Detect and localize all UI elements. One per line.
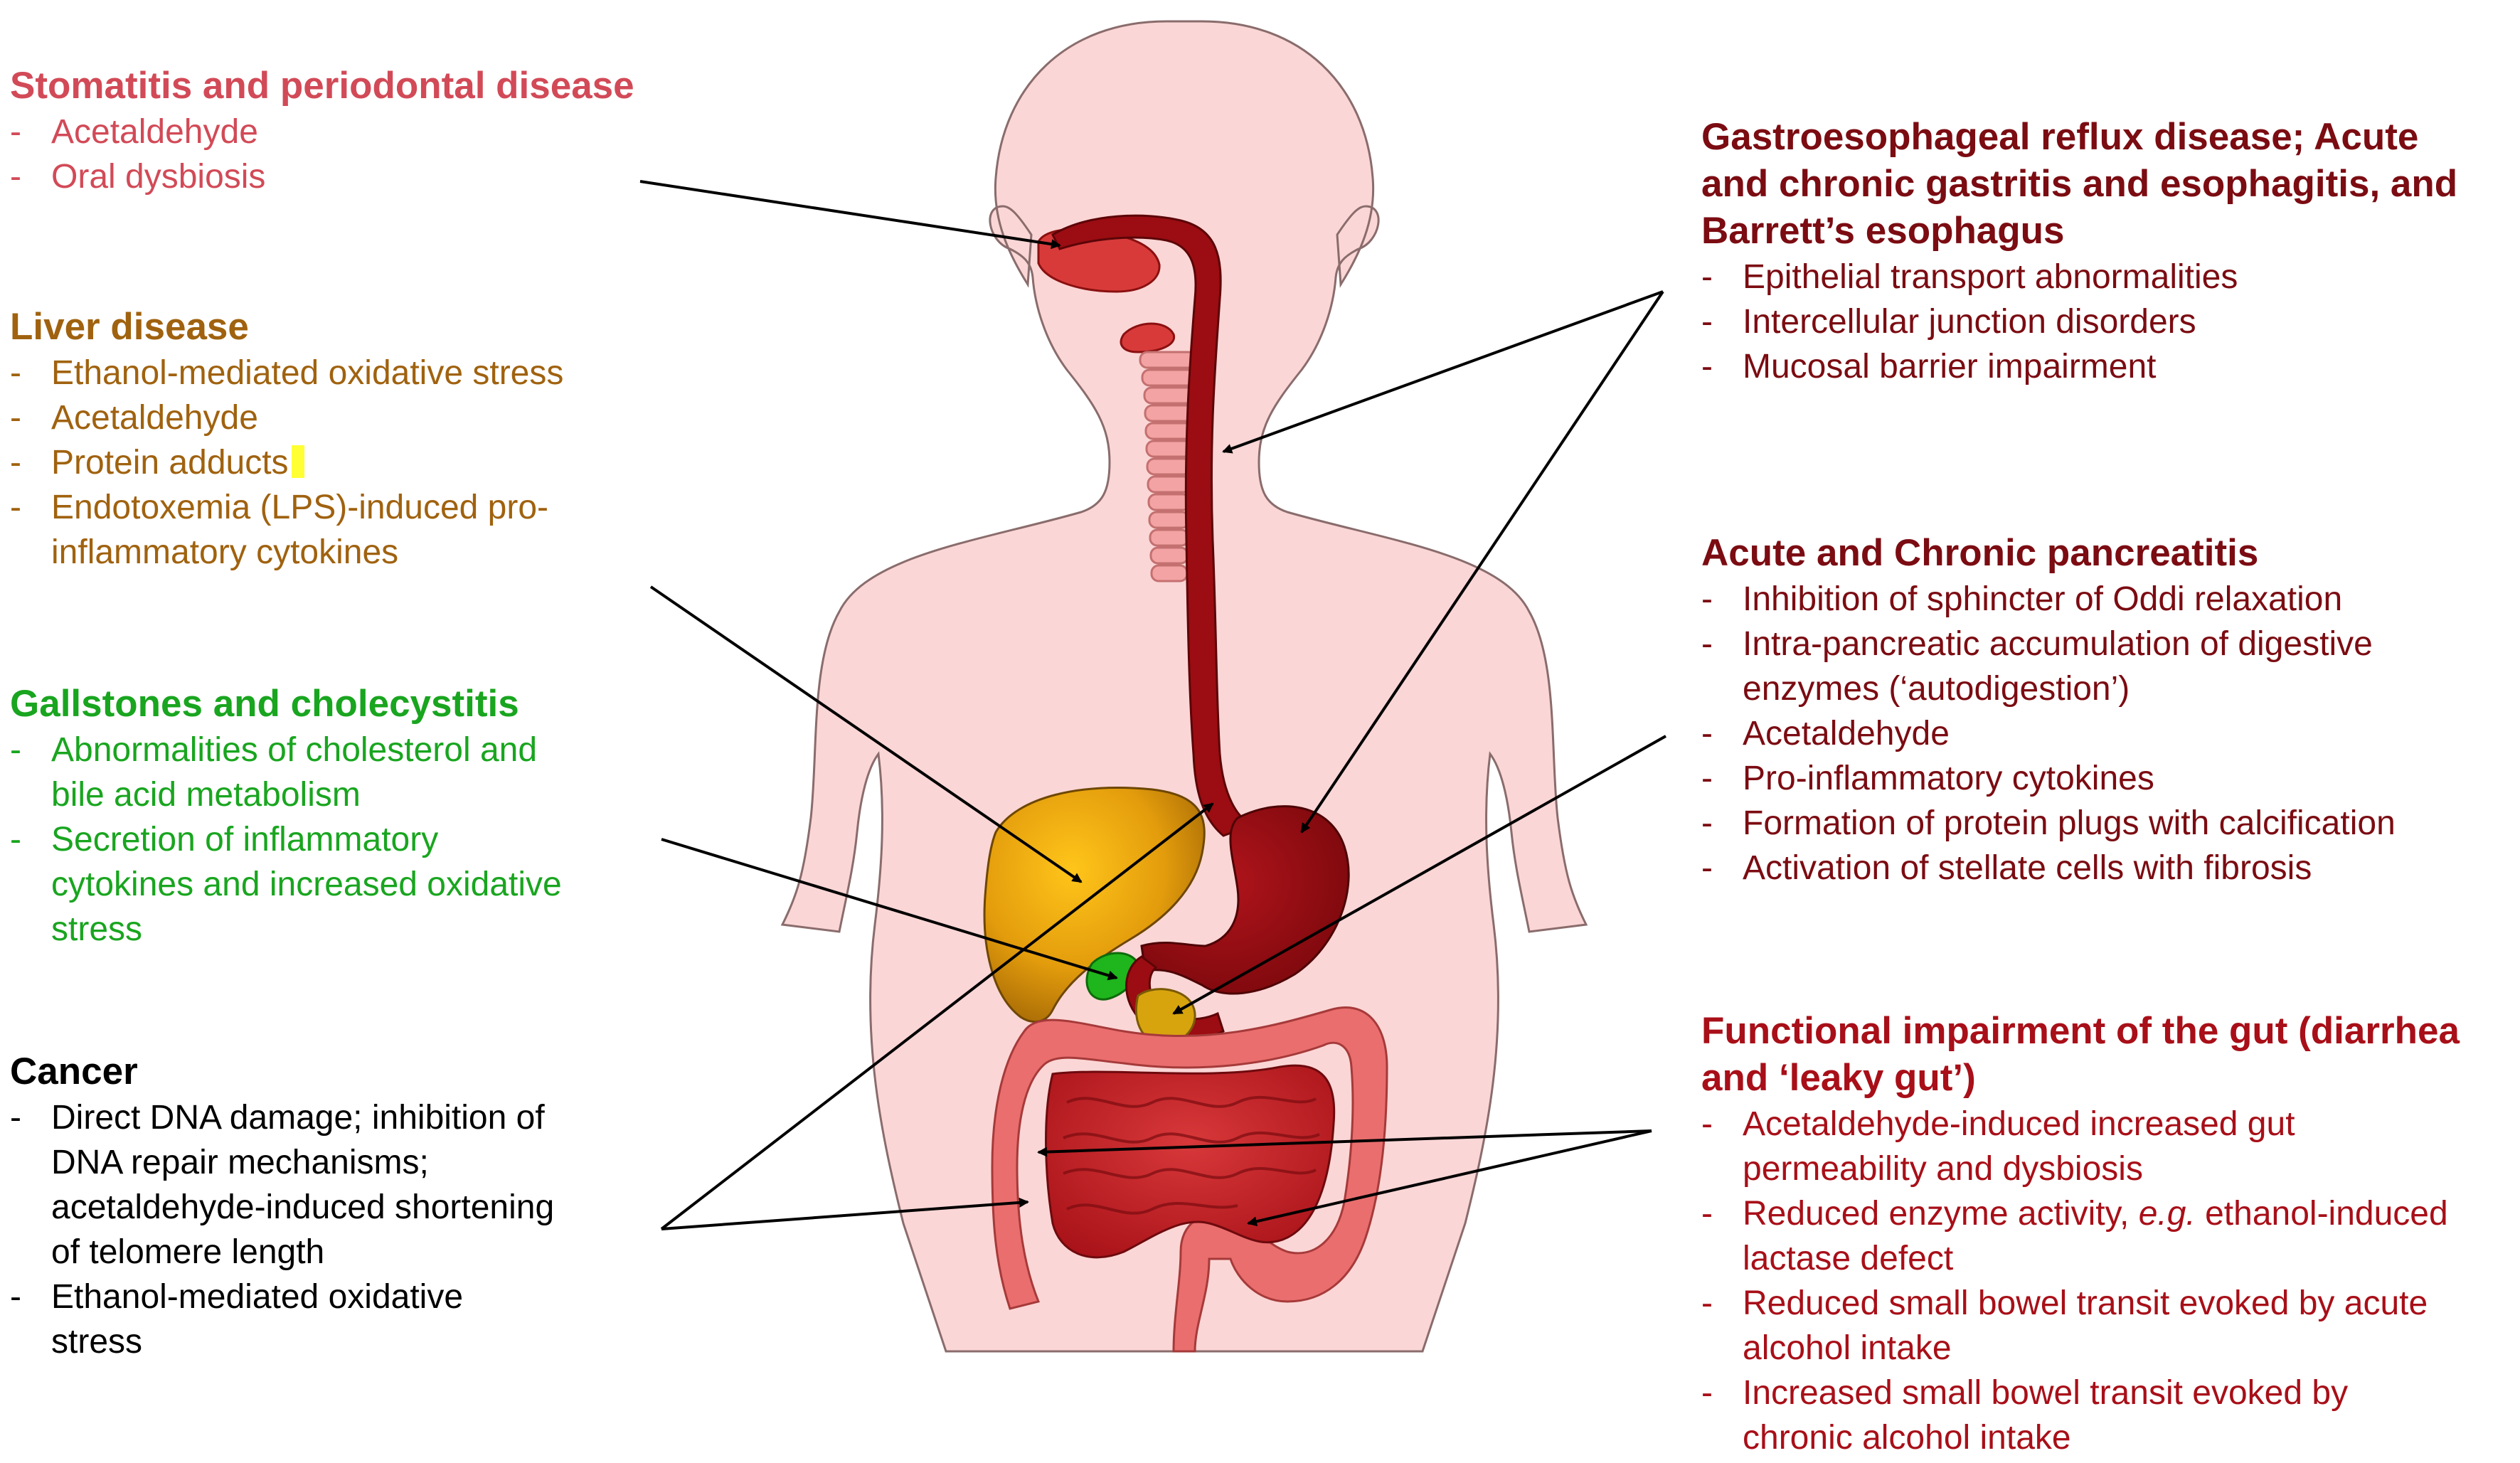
liver bbox=[983, 787, 1206, 1023]
gut-item: -Reduced small bowel transit evoked by a… bbox=[1701, 1284, 2428, 1367]
gerd-item: -Epithelial transport abnormalities bbox=[1701, 258, 2238, 296]
gerd-item: -Mucosal barrier impairment bbox=[1701, 348, 2157, 385]
bowel-loops bbox=[1063, 1095, 1320, 1215]
arrow-gut-bowel bbox=[1247, 1129, 1652, 1227]
arrow-cancer-esophagus bbox=[660, 802, 1214, 1230]
arrow-gallbladder bbox=[661, 838, 1118, 981]
liver-disease-block: Liver disease -Ethanol-mediated oxidativ… bbox=[10, 304, 636, 575]
liver-item: -Endotoxemia (LPS)-induced pro-inflammat… bbox=[10, 489, 549, 571]
arrow-cancer-colon bbox=[661, 1197, 1029, 1230]
gut-block: Functional impairment of the gut (diarrh… bbox=[1701, 1008, 2519, 1460]
gerd-item: -Intercellular junction disorders bbox=[1701, 303, 2196, 341]
cancer-block: Cancer -Direct DNA damage; inhibition of… bbox=[10, 1048, 636, 1364]
stomatitis-item: -Acetaldehyde bbox=[10, 113, 258, 151]
pancreatitis-item: -Acetaldehyde bbox=[1701, 715, 1950, 752]
pancreatitis-item: -Inhibition of sphincter of Oddi relaxat… bbox=[1701, 580, 2343, 618]
epiglottis bbox=[1120, 322, 1176, 353]
gallstones-title: Gallstones and cholecystitis bbox=[10, 683, 519, 725]
liver-item: -Protein adducts bbox=[10, 440, 636, 485]
highlight-mark bbox=[291, 445, 304, 478]
gut-item: -Increased small bowel transit evoked by… bbox=[1701, 1374, 2349, 1457]
gut-item: -Reduced enzyme activity, e.g. ethanol-i… bbox=[1701, 1195, 2448, 1277]
stomatitis-block: Stomatitis and periodontal disease -Acet… bbox=[10, 63, 721, 199]
pancreatitis-title: Acute and Chronic pancreatitis bbox=[1701, 532, 2259, 574]
arrows bbox=[639, 180, 1666, 1230]
arrow-gerd-esophagus bbox=[1222, 290, 1664, 454]
body-outline bbox=[780, 20, 1588, 1353]
pancreatitis-block: Acute and Chronic pancreatitis -Inhibiti… bbox=[1701, 530, 2519, 890]
liver-item: -Acetaldehyde bbox=[10, 399, 258, 437]
gut-title: Functional impairment of the gut (diarrh… bbox=[1701, 1010, 2460, 1099]
liver-item: -Ethanol-mediated oxidative stress bbox=[10, 354, 564, 392]
pancreatitis-item: -Intra-pancreatic accumulation of digest… bbox=[1701, 625, 2373, 708]
liver-disease-title: Liver disease bbox=[10, 306, 249, 348]
arrow-gerd-stomach bbox=[1300, 290, 1664, 834]
gallstones-block: Gallstones and cholecystitis -Abnormalit… bbox=[10, 681, 636, 952]
pancreatitis-item: -Activation of stellate cells with fibro… bbox=[1701, 849, 2312, 887]
stomatitis-item: -Oral dysbiosis bbox=[10, 158, 266, 196]
stomatitis-title: Stomatitis and periodontal disease bbox=[10, 65, 634, 107]
cancer-title: Cancer bbox=[10, 1050, 138, 1092]
small-intestine bbox=[1045, 1064, 1336, 1259]
stomach bbox=[1140, 805, 1350, 995]
arrow-stomatitis bbox=[639, 180, 1061, 250]
arrow-pancreas bbox=[1172, 735, 1666, 1015]
arrow-liver bbox=[649, 585, 1083, 883]
pancreatitis-item: -Pro-inflammatory cytokines bbox=[1701, 760, 2154, 797]
pancreatitis-item: -Formation of protein plugs with calcifi… bbox=[1701, 804, 2396, 842]
pancreas bbox=[1134, 988, 1196, 1046]
arrow-gut-colon bbox=[1037, 1129, 1652, 1157]
